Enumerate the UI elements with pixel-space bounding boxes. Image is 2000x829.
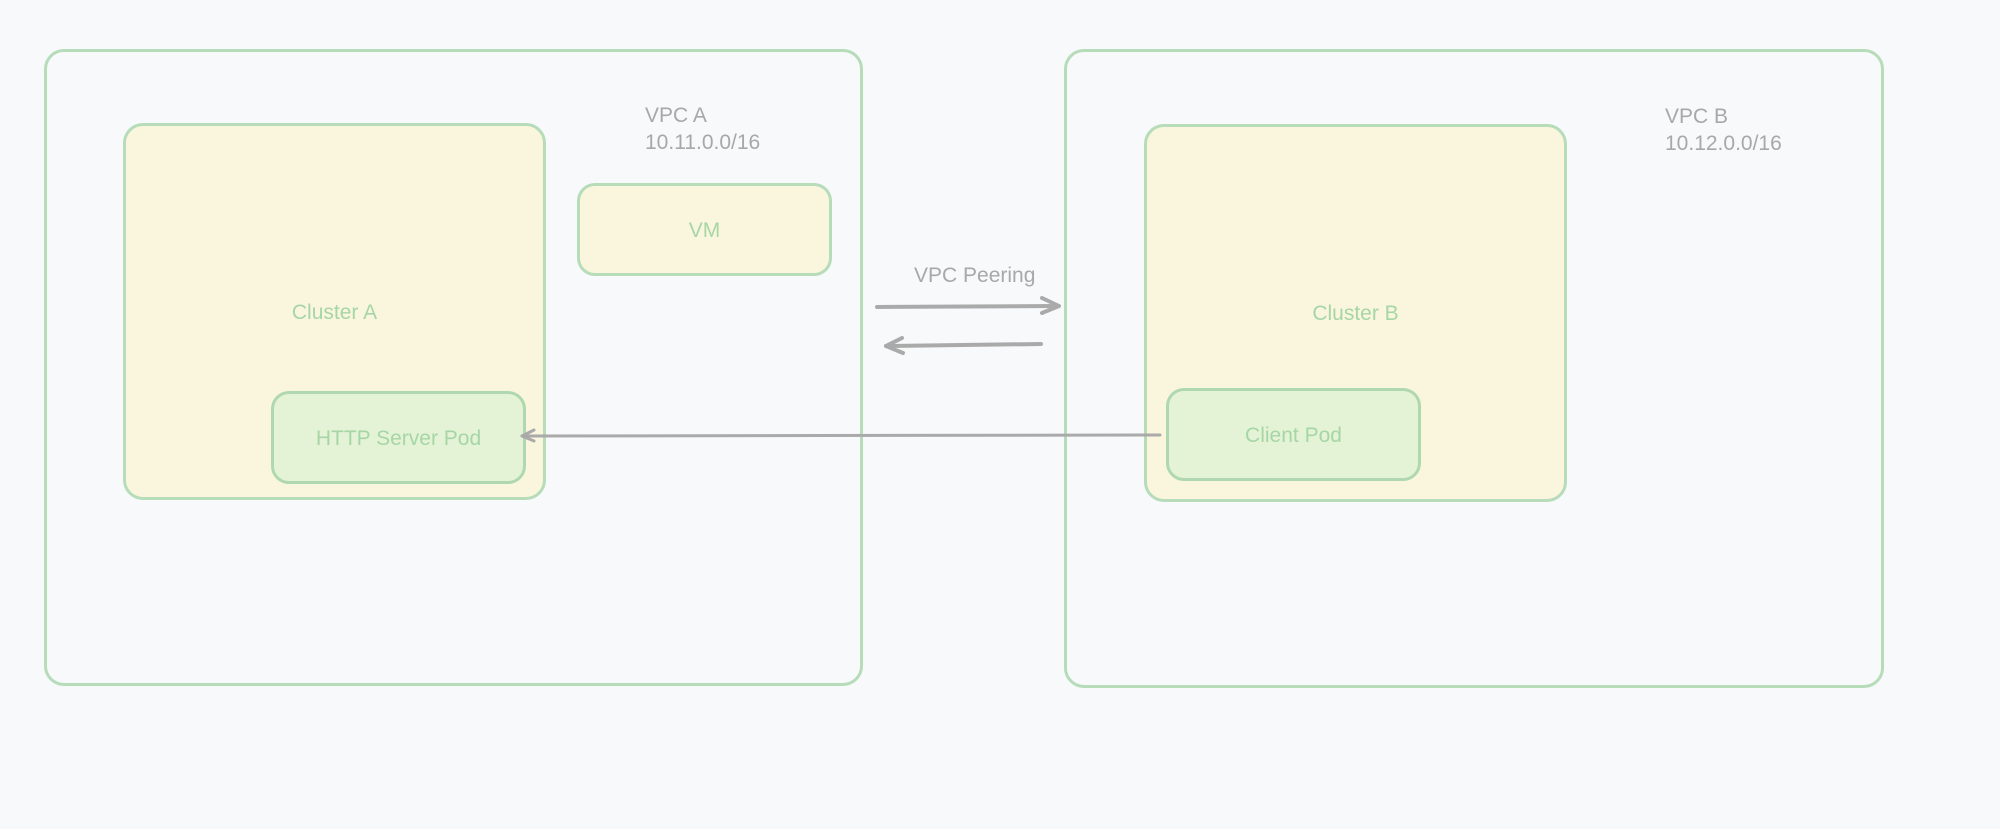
peering-arrow-right [875, 296, 1061, 315]
vm-box: VM [577, 183, 832, 276]
vpc-b-container [1064, 49, 1884, 688]
vpc-b-cidr: 10.12.0.0/16 [1665, 132, 1782, 155]
peering-arrow-left [884, 336, 1043, 355]
vpc-a-title: VPC A 10.11.0.0/16 [645, 102, 760, 156]
cluster-a-label: Cluster A [291, 301, 378, 324]
vpc-peering-label: VPC Peering [914, 264, 1036, 287]
vpc-a-container [44, 49, 863, 686]
cluster-b: Cluster B [1144, 124, 1567, 502]
client-pod: Client Pod [1166, 388, 1421, 481]
http-server-pod-label: HTTP Server Pod [315, 427, 482, 450]
vm-label: VM [688, 219, 721, 242]
vpc-a-name: VPC A [645, 104, 707, 127]
client-pod-label: Client Pod [1245, 424, 1342, 447]
vpc-a-cidr: 10.11.0.0/16 [645, 131, 761, 154]
cluster-b-label: Cluster B [1312, 302, 1399, 325]
vpc-b-name: VPC B [1665, 105, 1729, 128]
vpc-b-title: VPC B 10.12.0.0/16 [1665, 103, 1782, 157]
http-server-pod: HTTP Server Pod [271, 391, 526, 484]
